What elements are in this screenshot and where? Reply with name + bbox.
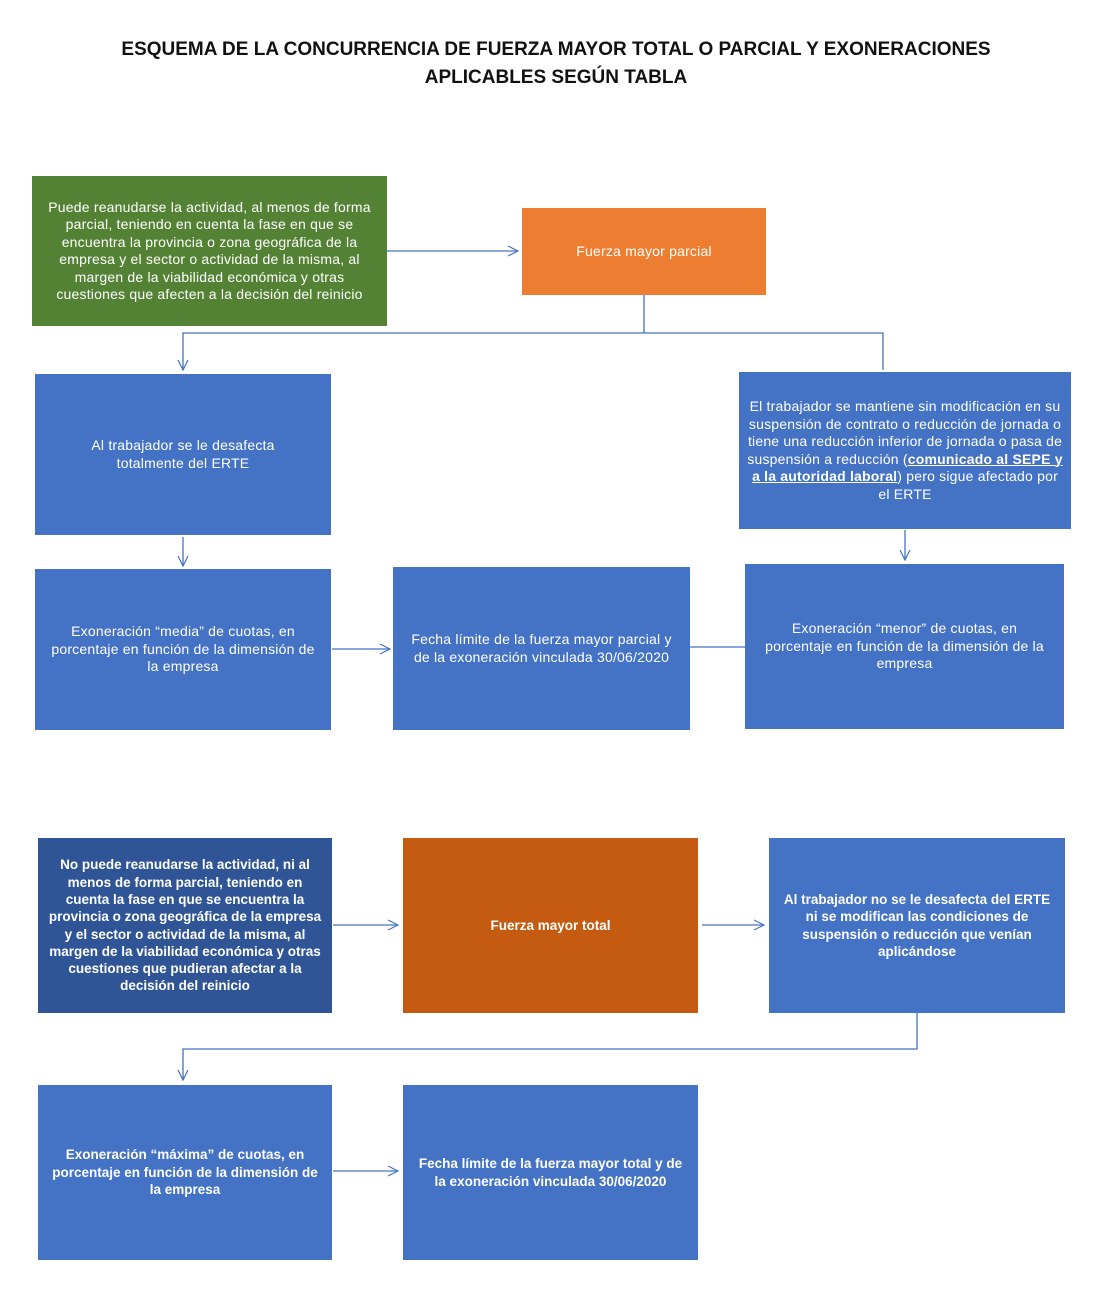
title-line-2: APLICABLES SEGÚN TABLA (424, 67, 688, 88)
arrow-partial-to-left (183, 332, 884, 370)
exoneracion-maxima-box: Exoneración “máxima” de cuotas, en porce… (38, 1085, 332, 1260)
mantiene-afectado-box: El trabajador se mantiene sin modificaci… (739, 372, 1071, 529)
condition-partial-text: Puede reanudarse la actividad, al menos … (48, 198, 371, 303)
condition-partial-box: Puede reanudarse la actividad, al menos … (32, 176, 387, 326)
fuerza-mayor-parcial-box: Fuerza mayor parcial (522, 208, 766, 295)
condition-total-box: No puede reanudarse la actividad, ni al … (38, 838, 332, 1013)
desafecta-totalmente-text: Al trabajador se le desafecta totalmente… (91, 437, 275, 471)
no-desafecta-box: Al trabajador no se le desafecta del ERT… (769, 838, 1065, 1013)
mantiene-afectado-text: El trabajador se mantiene sin modificaci… (747, 398, 1063, 503)
fecha-total-box: Fecha límite de la fuerza mayor total y … (403, 1085, 698, 1260)
sepe-link[interactable]: comunicado al SEPE y a la autoridad labo… (752, 450, 1063, 485)
exoneracion-media-box: Exoneración “media” de cuotas, en porcen… (35, 569, 331, 730)
desafecta-totalmente-box: Al trabajador se le desafecta totalmente… (35, 374, 331, 535)
condition-total-text: No puede reanudarse la actividad, ni al … (48, 857, 322, 994)
fecha-parcial-box: Fecha límite de la fuerza mayor parcial … (393, 567, 690, 730)
mantiene-afectado-text-post: ) pero sigue afectado por el ERTE (878, 468, 1058, 502)
page-title: ESQUEMA DE LA CONCURRENCIA DE FUERZA MAY… (0, 36, 1112, 92)
exoneracion-menor-box: Exoneración “menor” de cuotas, en porcen… (745, 564, 1064, 729)
fecha-total-text: Fecha límite de la fuerza mayor total y … (418, 1156, 683, 1189)
title-line-1: ESQUEMA DE LA CONCURRENCIA DE FUERZA MAY… (121, 39, 991, 60)
exoneracion-maxima-text: Exoneración “máxima” de cuotas, en porce… (52, 1147, 318, 1198)
mantiene-afectado-text-pre: El trabajador se mantiene sin modificaci… (747, 398, 1063, 467)
fuerza-mayor-parcial-text: Fuerza mayor parcial (576, 242, 712, 259)
no-desafecta-text: Al trabajador no se le desafecta del ERT… (783, 891, 1051, 960)
exoneracion-menor-text: Exoneración “menor” de cuotas, en porcen… (765, 620, 1044, 672)
arrow-outcome-to-maxima (183, 1013, 918, 1080)
fuerza-mayor-total-text: Fuerza mayor total (490, 917, 611, 933)
exoneracion-media-text: Exoneración “media” de cuotas, en porcen… (51, 623, 315, 675)
fuerza-mayor-total-box: Fuerza mayor total (403, 838, 698, 1013)
fecha-parcial-text: Fecha límite de la fuerza mayor parcial … (411, 631, 672, 665)
